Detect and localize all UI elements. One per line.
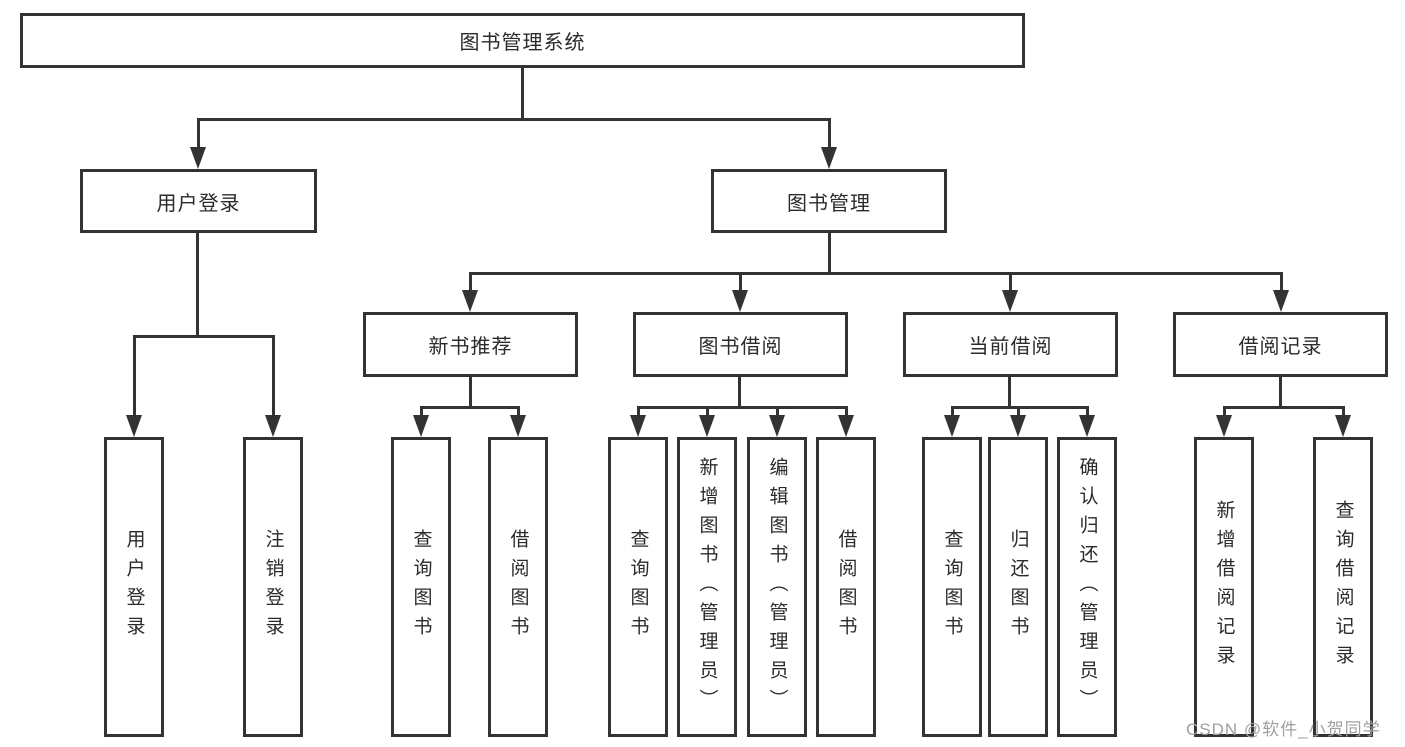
leaf-edit-book-admin: 编辑图书（管理员） [747, 437, 807, 737]
connector-line [1279, 377, 1282, 406]
arrowhead-down-icon [1273, 290, 1289, 312]
connector-line [469, 272, 472, 290]
connector-line [828, 233, 831, 272]
arrowhead-down-icon [1216, 415, 1232, 437]
leaf-label: 新增借阅记录 [1213, 500, 1235, 674]
leaf-query-borrow-record: 查询借阅记录 [1313, 437, 1373, 737]
node-root-label: 图书管理系统 [459, 32, 586, 54]
arrowhead-down-icon [732, 290, 748, 312]
arrowhead-down-icon [821, 147, 837, 169]
connector-line [828, 118, 831, 147]
node-new-book-recommend: 新书推荐 [363, 312, 578, 377]
connector-line [1280, 272, 1283, 290]
arrowhead-down-icon [126, 415, 142, 437]
connector-line [1223, 406, 1226, 415]
arrowhead-down-icon [462, 290, 478, 312]
node-book-management: 图书管理 [711, 169, 947, 233]
node-root-system: 图书管理系统 [20, 13, 1025, 68]
connector-line [133, 335, 275, 338]
connector-line [272, 335, 275, 415]
connector-line [637, 406, 640, 415]
arrowhead-down-icon [190, 147, 206, 169]
arrowhead-down-icon [413, 415, 429, 437]
connector-line [469, 272, 1282, 275]
connector-line [420, 406, 423, 415]
connector-line [951, 406, 954, 415]
arrowhead-down-icon [944, 415, 960, 437]
leaf-borrow-books-recommend: 借阅图书 [488, 437, 548, 737]
node-book-borrow-label: 图书借阅 [698, 336, 783, 358]
arrowhead-down-icon [265, 415, 281, 437]
leaf-label: 注销登录 [262, 529, 284, 645]
connector-line [197, 118, 200, 147]
leaf-logout: 注销登录 [243, 437, 303, 737]
leaf-label: 查询图书 [627, 529, 649, 645]
leaf-label: 查询图书 [410, 529, 432, 645]
leaf-user-login: 用户登录 [104, 437, 164, 737]
leaf-add-borrow-record: 新增借阅记录 [1194, 437, 1254, 737]
node-book-management-label: 图书管理 [787, 192, 871, 215]
leaf-add-book-admin: 新增图书（管理员） [677, 437, 737, 737]
connector-line [1223, 406, 1345, 409]
connector-line [469, 377, 472, 406]
connector-line [1342, 406, 1345, 415]
arrowhead-down-icon [630, 415, 646, 437]
leaf-query-books-current: 查询图书 [922, 437, 982, 737]
leaf-label: 编辑图书（管理员） [766, 456, 788, 718]
leaf-label: 查询借阅记录 [1332, 500, 1354, 674]
connector-line [1017, 406, 1020, 415]
node-book-borrow: 图书借阅 [633, 312, 848, 377]
node-new-book-recommend-label: 新书推荐 [428, 336, 513, 358]
leaf-label: 确认归还（管理员） [1076, 456, 1098, 718]
leaf-label: 借阅图书 [507, 529, 529, 645]
node-user-login-label: 用户登录 [156, 192, 241, 215]
connector-line [776, 406, 779, 415]
node-current-borrow-label: 当前借阅 [968, 336, 1053, 358]
leaf-confirm-return-admin: 确认归还（管理员） [1057, 437, 1117, 737]
connector-line [197, 118, 831, 121]
leaf-query-books-borrow: 查询图书 [608, 437, 668, 737]
leaf-borrow-books: 借阅图书 [816, 437, 876, 737]
csdn-watermark: CSDN @软件_小贺同学 [1186, 720, 1381, 739]
connector-line [739, 272, 742, 290]
node-borrow-records-label: 借阅记录 [1238, 336, 1323, 358]
leaf-query-books-recommend: 查询图书 [391, 437, 451, 737]
connector-line [738, 377, 741, 406]
connector-line [133, 335, 136, 415]
leaf-return-books: 归还图书 [988, 437, 1048, 737]
connector-line [637, 406, 847, 409]
connector-line [517, 406, 520, 415]
arrowhead-down-icon [699, 415, 715, 437]
connector-line [420, 406, 520, 409]
leaf-label: 借阅图书 [835, 529, 857, 645]
arrowhead-down-icon [769, 415, 785, 437]
connector-line [1009, 272, 1012, 290]
connector-line [1086, 406, 1089, 415]
leaf-label: 查询图书 [941, 529, 963, 645]
arrowhead-down-icon [1010, 415, 1026, 437]
connector-line [845, 406, 848, 415]
node-borrow-records: 借阅记录 [1173, 312, 1388, 377]
node-user-login: 用户登录 [80, 169, 317, 233]
arrowhead-down-icon [510, 415, 526, 437]
connector-line [706, 406, 709, 415]
leaf-label: 归还图书 [1007, 529, 1029, 645]
arrowhead-down-icon [1002, 290, 1018, 312]
connector-line [196, 233, 199, 335]
arrowhead-down-icon [1079, 415, 1095, 437]
connector-line [521, 68, 524, 118]
leaf-label: 新增图书（管理员） [696, 456, 718, 718]
connector-line [1008, 377, 1011, 406]
arrowhead-down-icon [838, 415, 854, 437]
leaf-label: 用户登录 [123, 529, 145, 645]
node-current-borrow: 当前借阅 [903, 312, 1118, 377]
arrowhead-down-icon [1335, 415, 1351, 437]
connector-line [951, 406, 1089, 409]
